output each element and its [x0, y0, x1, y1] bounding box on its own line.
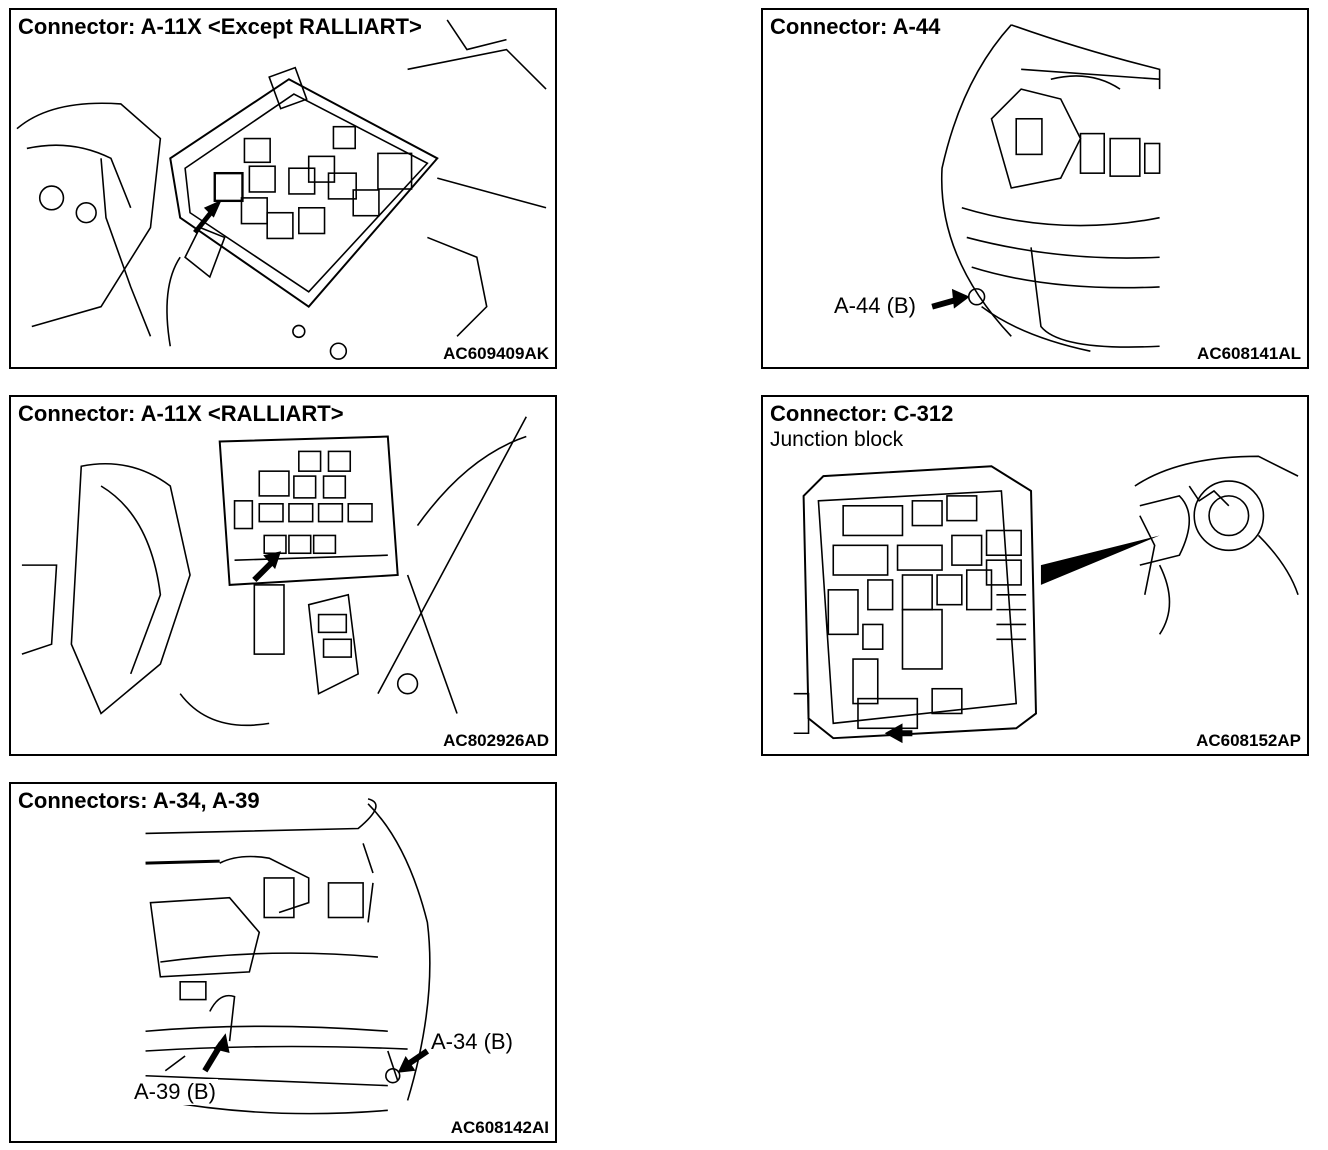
connector-c312-panel: Connector: C-312 Junction block AC608152… — [761, 395, 1309, 756]
connector-a44-panel: Connector: A-44 A-44 (B) AC608141AL — [761, 8, 1309, 369]
front-bumper-drawing — [931, 24, 1161, 352]
connector-callout-a44: A-44 (B) — [832, 293, 918, 319]
figure-code: AC608142AI — [447, 1118, 549, 1138]
panel-title: Connector: C-312 — [770, 401, 957, 427]
figure-code: AC802926AD — [440, 731, 549, 751]
ralliart-relay-box-drawing — [21, 416, 527, 727]
connector-callout-a34: A-34 (B) — [429, 1029, 515, 1055]
panel-title: Connector: A-11X <Except RALLIART> — [18, 14, 425, 40]
connector-callout-a39: A-39 (B) — [132, 1079, 218, 1105]
panel-title: Connector: A-11X <RALLIART> — [18, 401, 347, 427]
junction-block-drawing — [793, 455, 1299, 744]
panel-subtitle: Junction block — [770, 428, 904, 451]
figure-code: AC608152AP — [1193, 731, 1301, 751]
figure-code: AC608141AL — [1194, 344, 1301, 364]
connector-a11x-ralliart-panel: Connector: A-11X <RALLIART> AC802926AD — [9, 395, 557, 756]
panel-title: Connectors: A-34, A-39 — [18, 788, 263, 814]
connector-a11x-except-ralliart-panel: Connector: A-11X <Except RALLIART> AC609… — [9, 8, 557, 369]
engine-bay-relay-box-drawing — [16, 19, 547, 360]
figure-code: AC609409AK — [440, 344, 549, 364]
panel-title: Connector: A-44 — [770, 14, 944, 40]
front-end-harness-drawing — [145, 798, 431, 1115]
connectors-a34-a39-panel: Connectors: A-34, A-39 A-34 (B) A-39 (B)… — [9, 782, 557, 1143]
